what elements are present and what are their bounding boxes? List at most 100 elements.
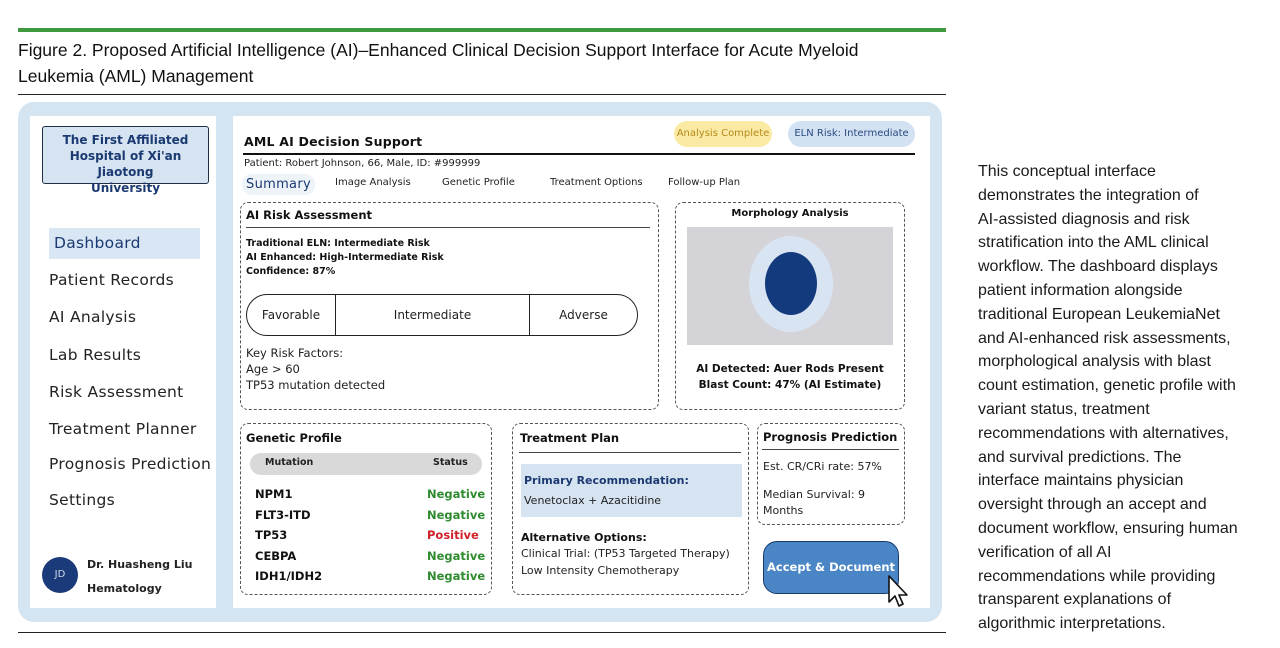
- median-survival-unit: Months: [763, 504, 804, 517]
- risk-factor-item: Age > 60: [246, 362, 300, 376]
- genetic-profile-title: Genetic Profile: [246, 431, 342, 445]
- treatment-plan-title: Treatment Plan: [520, 431, 620, 445]
- figure-title: Figure 2. Proposed Artificial Intelligen…: [18, 37, 946, 89]
- gene-status: Negative: [427, 508, 486, 522]
- eln-risk-badge: ELN Risk: Intermediate: [788, 121, 915, 147]
- sidebar-item-lab-results[interactable]: Lab Results: [49, 346, 142, 364]
- caption-line: document workflow, ensuring human: [978, 519, 1238, 537]
- caption-line: demonstrates the integration of: [978, 186, 1199, 204]
- alternative-option: Low Intensity Chemotherapy: [521, 564, 680, 577]
- figure-title-line-2: Leukemia (AML) Management: [18, 66, 254, 86]
- risk-scale: Favorable Intermediate Adverse: [246, 294, 638, 336]
- patient-info: Patient: Robert Johnson, 66, Male, ID: #…: [244, 158, 481, 169]
- risk-assessment-panel: [240, 202, 659, 410]
- gene-status: Negative: [427, 549, 486, 563]
- risk-level-adverse: Adverse: [559, 308, 608, 322]
- prognosis-divider: [762, 449, 899, 450]
- morphology-title: Morphology Analysis: [731, 208, 849, 219]
- risk-confidence: Confidence: 87%: [246, 266, 336, 277]
- tab-summary[interactable]: Summary: [242, 174, 315, 195]
- sidebar-item-prognosis-prediction[interactable]: Prognosis Prediction: [49, 455, 212, 473]
- status-badge: Analysis Complete: [674, 121, 772, 147]
- user-name: Dr. Huasheng Liu: [87, 558, 193, 571]
- caption-line: workflow. The dashboard displays: [978, 258, 1218, 276]
- risk-level-intermediate: Intermediate: [393, 308, 472, 322]
- gene-name: TP53: [255, 528, 288, 542]
- hospital-name-line-3: University: [90, 181, 161, 195]
- gene-status: Negative: [427, 569, 486, 583]
- figure-bottom-divider: [18, 632, 946, 633]
- caption-line: morphological analysis with blast: [978, 353, 1211, 371]
- ai-enhanced-risk: AI Enhanced: High-Intermediate Risk: [246, 252, 444, 263]
- primary-recommendation-label: Primary Recommendation:: [524, 474, 689, 487]
- key-risk-factors-label: Key Risk Factors:: [246, 346, 344, 360]
- header-divider: [243, 153, 915, 155]
- hospital-name-line-1: The First Affiliated: [62, 133, 189, 147]
- median-survival: Median Survival: 9: [763, 488, 866, 501]
- risk-level-favorable: Favorable: [261, 308, 321, 322]
- caption-line: transparent explanations of: [978, 591, 1172, 609]
- traditional-eln-risk: Traditional ELN: Intermediate Risk: [246, 238, 430, 249]
- tab-follow-up-plan[interactable]: Follow-up Plan: [668, 177, 741, 188]
- caption-line: traditional European LeukemiaNet: [978, 305, 1220, 323]
- sidebar-item-ai-analysis[interactable]: AI Analysis: [49, 308, 137, 326]
- blast-count: Blast Count: 47% (AI Estimate): [698, 379, 882, 391]
- risk-scale-divider: [335, 295, 337, 335]
- tab-image-analysis[interactable]: Image Analysis: [335, 177, 411, 188]
- title-divider: [18, 94, 946, 95]
- app-title: AML AI Decision Support: [244, 134, 423, 149]
- caption-line: interface maintains physician: [978, 472, 1184, 490]
- user-department: Hematology: [87, 582, 162, 595]
- genetic-profile-panel: [240, 423, 492, 595]
- caption-line: This conceptual interface: [978, 163, 1156, 180]
- caption-line: and survival predictions. The: [978, 448, 1182, 466]
- caption-line: stratification into the AML clinical: [978, 234, 1209, 252]
- caption-line: variant status, treatment: [978, 400, 1150, 418]
- mouse-cursor-icon: [888, 575, 908, 607]
- caption-line: algorithmic interpretations.: [978, 615, 1166, 633]
- caption-line: count estimation, genetic profile with: [978, 377, 1236, 395]
- figure-accent-bar: [18, 28, 946, 32]
- gene-name: IDH1/IDH2: [255, 569, 323, 583]
- treatment-divider: [519, 452, 741, 453]
- avatar[interactable]: JD: [42, 557, 78, 593]
- genetic-table-header: Mutation Status: [250, 453, 482, 475]
- tab-treatment-options[interactable]: Treatment Options: [550, 177, 643, 188]
- risk-panel-title: AI Risk Assessment: [246, 208, 373, 222]
- sidebar-item-settings[interactable]: Settings: [49, 491, 115, 509]
- sidebar-item-dashboard[interactable]: Dashboard: [49, 228, 200, 259]
- sidebar-item-patient-records[interactable]: Patient Records: [49, 271, 175, 289]
- primary-recommendation-box: [521, 464, 742, 517]
- alternative-options-label: Alternative Options:: [521, 531, 647, 544]
- caption-line: patient information alongside: [978, 281, 1183, 299]
- sidebar-item-treatment-planner[interactable]: Treatment Planner: [49, 420, 197, 438]
- tab-genetic-profile[interactable]: Genetic Profile: [442, 177, 515, 188]
- status-column-header: Status: [433, 457, 468, 468]
- figure-caption: This conceptual interface demonstrates t…: [978, 160, 1278, 636]
- sidebar: [30, 116, 216, 608]
- morphology-finding: AI Detected: Auer Rods Present: [696, 363, 884, 375]
- cr-rate: Est. CR/CRi rate: 57%: [763, 460, 882, 473]
- prognosis-panel: [757, 423, 905, 525]
- mutation-column-header: Mutation: [265, 457, 314, 468]
- risk-factor-item: TP53 mutation detected: [246, 378, 386, 392]
- hospital-logo-box: The First Affiliated Hospital of Xi'an J…: [42, 126, 209, 195]
- sidebar-item-risk-assessment[interactable]: Risk Assessment: [49, 383, 184, 401]
- caption-line: AI-assisted diagnosis and risk: [978, 210, 1190, 228]
- cell-nucleus: [765, 252, 817, 315]
- prognosis-title: Prognosis Prediction: [763, 430, 898, 444]
- figure-title-line-1: Figure 2. Proposed Artificial Intelligen…: [18, 40, 859, 60]
- risk-scale-divider: [529, 295, 531, 335]
- gene-status: Negative: [427, 487, 486, 501]
- caption-line: recommendations with alternatives,: [978, 424, 1229, 442]
- caption-line: verification of all AI: [978, 543, 1112, 561]
- primary-recommendation-value: Venetoclax + Azacitidine: [524, 494, 662, 507]
- caption-line: recommendations while providing: [978, 567, 1216, 585]
- caption-line: and AI-enhanced risk assessments,: [978, 329, 1231, 347]
- risk-panel-divider: [246, 227, 650, 228]
- gene-status: Positive: [427, 528, 479, 542]
- gene-name: NPM1: [255, 487, 293, 501]
- accept-document-button[interactable]: Accept & Document: [763, 541, 899, 594]
- gene-name: CEBPA: [255, 549, 297, 563]
- alternative-option: Clinical Trial: (TP53 Targeted Therapy): [521, 547, 730, 560]
